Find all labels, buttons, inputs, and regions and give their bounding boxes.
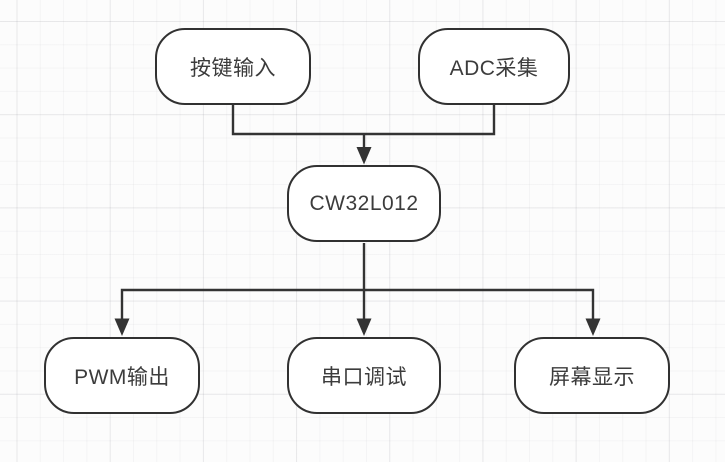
edge-inputs-junction	[231, 105, 496, 136]
node-screen-display: 屏幕显示	[514, 337, 670, 414]
edge-mcu-branch-bar	[120, 288, 595, 320]
node-adc-sampling: ADC采集	[418, 28, 570, 105]
arrowhead-uart-icon	[356, 318, 372, 336]
node-key-input: 按键输入	[155, 28, 311, 105]
arrowhead-pwm-icon	[114, 318, 130, 336]
node-uart-debug: 串口调试	[287, 337, 441, 414]
arrowhead-screen-icon	[585, 318, 601, 336]
node-mcu-cw32l012: CW32L012	[287, 165, 441, 242]
arrowhead-mcu-icon	[356, 147, 372, 165]
node-pwm-output: PWM输出	[44, 337, 200, 414]
